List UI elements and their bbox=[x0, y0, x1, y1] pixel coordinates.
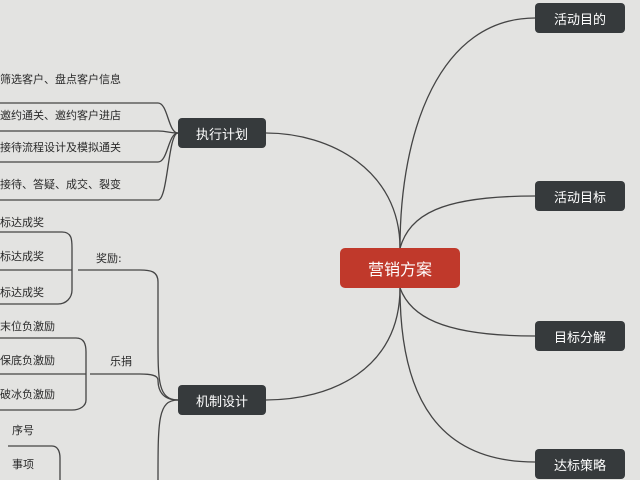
branch-mechanism[interactable]: 机制设计 bbox=[178, 385, 266, 415]
edge-root-goal bbox=[399, 17, 536, 249]
edge-plan-1 bbox=[0, 102, 179, 134]
branch-breakdown[interactable]: 目标分解 bbox=[535, 321, 625, 351]
reward-item-1[interactable]: 标达成奖 bbox=[0, 216, 44, 229]
branch-strategy[interactable]: 达标策略 bbox=[535, 449, 625, 479]
donation-label[interactable]: 乐捐 bbox=[110, 355, 132, 368]
reward-item-2[interactable]: 标达成奖 bbox=[0, 250, 44, 263]
root-node[interactable]: 营销方案 bbox=[340, 248, 460, 288]
edge-root-strategy bbox=[399, 287, 536, 463]
edge-mech-donation bbox=[139, 373, 179, 401]
edge-mech-table bbox=[157, 399, 179, 480]
edge-root-target bbox=[399, 195, 536, 249]
plan-item-4[interactable]: 接待、答疑、成交、裂变 bbox=[0, 178, 121, 191]
bracket-table bbox=[8, 445, 61, 480]
reward-label[interactable]: 奖励: bbox=[96, 252, 122, 265]
donation-item-3[interactable]: 破冰负激励 bbox=[0, 388, 55, 401]
bracket-donation bbox=[0, 337, 87, 411]
reward-item-3[interactable]: 标达成奖 bbox=[0, 286, 44, 299]
bracket-reward bbox=[0, 231, 73, 305]
donation-item-1[interactable]: 末位负激励 bbox=[0, 320, 55, 333]
edge-mech-reward bbox=[139, 269, 179, 401]
branch-target[interactable]: 活动目标 bbox=[535, 181, 625, 211]
branch-plan[interactable]: 执行计划 bbox=[178, 118, 266, 148]
table-item-2[interactable]: 事项 bbox=[12, 458, 34, 471]
edge-root-mechanism bbox=[265, 287, 401, 401]
edge-root-plan bbox=[265, 132, 401, 249]
branch-goal[interactable]: 活动目的 bbox=[535, 3, 625, 33]
edge-plan-4 bbox=[0, 132, 179, 201]
plan-item-3[interactable]: 接待流程设计及模拟通关 bbox=[0, 141, 121, 154]
edge-plan-2 bbox=[0, 130, 179, 134]
plan-item-2[interactable]: 邀约通关、邀约客户进店 bbox=[0, 109, 121, 122]
plan-item-1[interactable]: 筛选客户、盘点客户信息 bbox=[0, 73, 121, 86]
table-item-1[interactable]: 序号 bbox=[12, 424, 34, 437]
edge-root-breakdown bbox=[399, 287, 536, 337]
donation-item-2[interactable]: 保底负激励 bbox=[0, 354, 55, 367]
